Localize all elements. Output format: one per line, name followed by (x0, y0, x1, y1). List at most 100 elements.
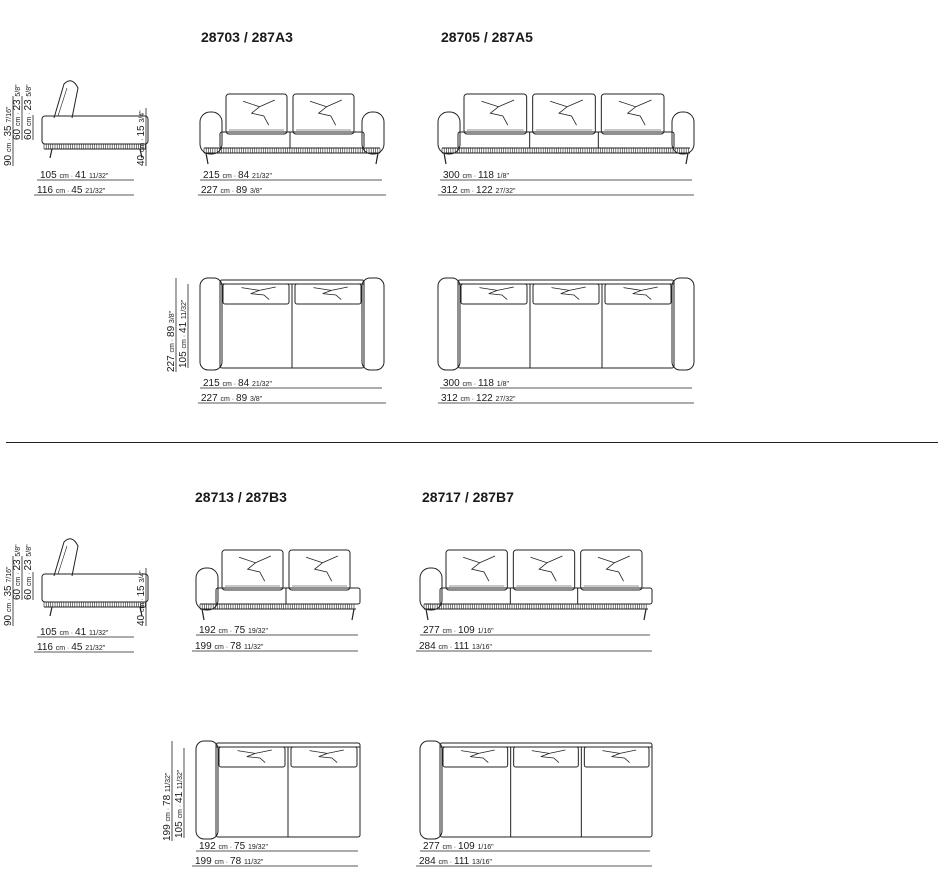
headrest-outline (53, 538, 79, 577)
cushion-crease (241, 286, 276, 300)
cushion-crease (597, 555, 630, 582)
back-cushion-1 (221, 549, 284, 591)
headrest-seam (57, 87, 68, 117)
base-tick-pattern (43, 144, 146, 149)
cushion-crease (309, 749, 344, 763)
left-arm-plan (437, 277, 461, 371)
seat-body-outline (41, 115, 149, 145)
model-title-28705: 28705 / 287A5 (441, 29, 533, 45)
back-cushion-3 (580, 549, 643, 591)
cushion-crease (618, 99, 652, 126)
model-title-28703: 28703 / 287A3 (201, 29, 293, 45)
cushion-top-outline (222, 283, 290, 305)
front-elevation-28713: 192 cm · 75 19/32"199 cm · 78 11/32" (192, 549, 361, 652)
cushion-crease (623, 286, 658, 300)
cushion-outline (445, 549, 508, 591)
right-arm (671, 111, 695, 155)
dim-w199: 199 cm · 78 11/32" (195, 856, 264, 867)
back-cushion-3 (600, 93, 665, 135)
base-tick-pattern (199, 604, 355, 609)
left-arm-plan (419, 740, 443, 840)
cushion-crease (531, 749, 566, 763)
left-leg (205, 152, 209, 165)
base-tick-pattern (423, 604, 647, 609)
dim-w215: 215 cm · 84 21/32" (203, 378, 272, 389)
dim-side_h_seat: 60 cm · 23 5/8" (12, 544, 23, 600)
cushion-crease (461, 749, 495, 763)
right-leg (643, 608, 647, 621)
cushion-crease (237, 749, 272, 763)
seat-plan-outline (457, 279, 675, 369)
dim-w300: 300 cm · 118 1/8" (443, 378, 509, 389)
dim-w277: 277 cm · 109 1/16" (423, 625, 494, 636)
cushion-crease (309, 99, 342, 126)
seat-plan-outline (439, 742, 653, 838)
plan-cushion-1 (460, 283, 528, 305)
dim-w227: 227 cm · 89 3/8" (201, 393, 263, 404)
dim-side_h_back: 40 cm · 15 3/4" (136, 110, 147, 166)
plan-cushion-1 (222, 283, 290, 305)
dim-w227: 227 cm · 89 3/8" (166, 310, 177, 372)
dim-w284: 284 cm · 111 13/16" (419, 641, 493, 652)
cushion-crease (238, 555, 271, 582)
cushion-outline (580, 549, 643, 591)
right-arm-plan (671, 277, 695, 371)
left-arm (199, 111, 223, 155)
dim-side_h_back: 40 cm · 15 3/4" (136, 570, 147, 626)
right-arm (361, 111, 385, 155)
plan-view-28717: 277 cm · 109 1/16"284 cm · 111 13/16" (416, 740, 653, 867)
dim-w192: 192 cm · 75 19/32" (199, 841, 268, 852)
cushion-crease (242, 99, 275, 126)
front-leg (49, 148, 53, 159)
base-tick-pattern (203, 148, 381, 153)
cushion-top-outline (294, 283, 362, 305)
back-cushion-2 (512, 549, 576, 591)
left-arm-plan (199, 277, 223, 371)
cushion-crease (305, 555, 338, 582)
side-elevation-top: 90 cm · 35 7/16"60 cm · 23 5/8"60 cm · 2… (3, 80, 149, 196)
plan-view-28703: 227 cm · 89 3/8" 215 cm · 84 21/32" 227 cm… (166, 277, 386, 404)
left-leg (443, 152, 447, 165)
left-leg (425, 608, 429, 621)
cushion-outline (292, 93, 355, 135)
dim-w192: 192 cm · 75 19/32" (199, 625, 268, 636)
dim-w312: 312 cm · 122 27/32" (441, 185, 516, 196)
cushion-outline (532, 93, 596, 135)
dim-w300: 300 cm · 118 1/8" (443, 170, 509, 181)
front-elevation-28717: 277 cm · 109 1/16" 284 cm · 111 13/16" (416, 549, 653, 652)
cushion-top-outline (532, 283, 600, 305)
cushion-top-outline (290, 746, 358, 768)
right-leg (685, 152, 689, 165)
right-arm-plan (361, 277, 385, 371)
seat-body-outline (41, 573, 149, 603)
cushion-outline (463, 93, 528, 135)
dim-w312: 312 cm · 122 27/32" (441, 393, 516, 404)
plan-cushion-2 (294, 283, 362, 305)
cushion-crease (313, 286, 348, 300)
left-arm (195, 567, 219, 611)
side-elevation-bottom: 90 cm · 35 7/16"60 cm · 23 5/8"60 cm · 2… (3, 538, 149, 653)
cushion-crease (602, 749, 637, 763)
plan-cushion-2 (532, 283, 600, 305)
headrest-outline (53, 80, 79, 119)
back-cushion-1 (225, 93, 288, 135)
left-arm-plan (195, 740, 219, 840)
front-leg (49, 606, 53, 617)
cushion-crease (479, 286, 514, 300)
front-elevation-28705: 300 cm · 118 1/8" 312 cm · 122 27/32" (437, 93, 695, 196)
dim-w199: 199 cm · 78 11/32" (162, 772, 173, 841)
back-cushion-2 (292, 93, 355, 135)
plan-cushion-3 (604, 283, 672, 305)
cushion-crease (463, 555, 496, 582)
right-leg (351, 608, 355, 621)
left-leg (201, 608, 205, 621)
model-title-28717: 28717 / 287B7 (422, 489, 514, 505)
dim-side_h_total: 90 cm · 35 7/16" (3, 566, 14, 626)
cushion-top-outline (460, 283, 528, 305)
rear-leg (139, 606, 143, 617)
dim-w284: 284 cm · 111 13/16" (419, 856, 493, 867)
cushion-top-outline (218, 746, 286, 768)
back-cushion-1 (463, 93, 528, 135)
